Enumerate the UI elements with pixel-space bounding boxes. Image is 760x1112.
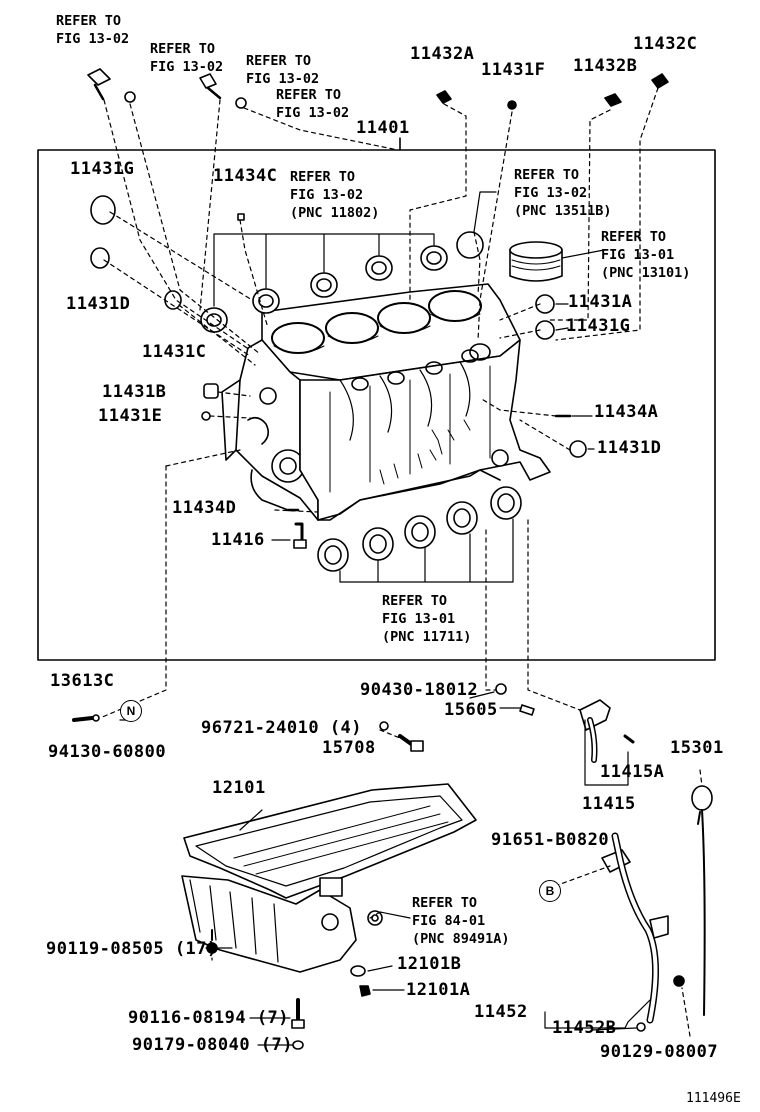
part-label-11452[interactable]: 11452 bbox=[474, 1002, 528, 1022]
part-label-13613C[interactable]: 13613C bbox=[50, 671, 115, 691]
part-label-90129-08007[interactable]: 90129-08007 bbox=[600, 1042, 719, 1062]
part-label-12101A[interactable]: 12101A bbox=[406, 980, 471, 1000]
figure-id: 111496E bbox=[686, 1091, 741, 1106]
part-label-11431A[interactable]: 11431A bbox=[568, 292, 633, 312]
marker-n: N bbox=[120, 700, 142, 722]
part-label-90179-08040[interactable]: 90179-08040 (7) bbox=[132, 1035, 294, 1055]
part-label-11416[interactable]: 11416 bbox=[211, 530, 265, 550]
main-bearings bbox=[317, 486, 522, 572]
part-label-12101[interactable]: 12101 bbox=[212, 778, 266, 798]
part-label-15605[interactable]: 15605 bbox=[444, 700, 498, 720]
assembly-frame bbox=[37, 149, 716, 661]
block-bolts bbox=[237, 213, 572, 549]
part-label-11431G[interactable]: 11431G bbox=[566, 316, 631, 336]
part-label-90116-08194[interactable]: 90116-08194 (7) bbox=[128, 1008, 290, 1028]
part-label-11401[interactable]: 11401 bbox=[356, 118, 410, 138]
part-label-96721-24010[interactable]: 96721-24010 (4) bbox=[201, 718, 363, 738]
part-label-11415[interactable]: 11415 bbox=[582, 794, 636, 814]
refer-label: REFER TO FIG 13-02 (PNC 11802) bbox=[290, 169, 380, 221]
lower-small-parts bbox=[72, 683, 535, 752]
refer-bolts bbox=[87, 68, 669, 110]
leader-lines-dashed bbox=[99, 87, 703, 1037]
refer-label: REFER TO FIG 13-02 bbox=[150, 41, 224, 75]
part-label-12101B[interactable]: 12101B bbox=[397, 954, 462, 974]
part-label-11434D[interactable]: 11434D bbox=[172, 498, 237, 518]
plugs bbox=[90, 195, 587, 458]
cylinder-block-illustration bbox=[221, 283, 551, 521]
part-label-11431G[interactable]: 11431G bbox=[70, 159, 135, 179]
refer-label: REFER TO FIG 13-02 bbox=[56, 13, 130, 47]
dipstick bbox=[691, 785, 713, 1016]
part-label-94130-60800[interactable]: 94130-60800 bbox=[48, 742, 167, 762]
part-label-11432B[interactable]: 11432B bbox=[573, 56, 638, 76]
refer-label: REFER TO FIG 84-01 (PNC 89491A) bbox=[412, 895, 510, 947]
piston bbox=[509, 241, 563, 282]
camshaft-bearings bbox=[200, 245, 448, 333]
refer-label: REFER TO FIG 13-02 (PNC 13511B) bbox=[514, 167, 612, 219]
part-label-11432C[interactable]: 11432C bbox=[633, 34, 698, 54]
refer-label: REFER TO FIG 13-02 bbox=[276, 87, 350, 121]
part-label-11431D[interactable]: 11431D bbox=[597, 438, 662, 458]
oil-strainer bbox=[579, 699, 635, 786]
refer-label: REFER TO FIG 13-02 bbox=[246, 53, 320, 87]
part-label-11432A[interactable]: 11432A bbox=[410, 44, 475, 64]
dipstick-guide bbox=[601, 832, 685, 1032]
part-label-11452B[interactable]: 11452B bbox=[552, 1018, 617, 1038]
part-label-11434C[interactable]: 11434C bbox=[213, 166, 278, 186]
part-label-11431C[interactable]: 11431C bbox=[142, 342, 207, 362]
marker-b: B bbox=[539, 880, 561, 902]
oil-pan bbox=[181, 783, 477, 1050]
part-label-11431D[interactable]: 11431D bbox=[66, 294, 131, 314]
part-label-90430-18012[interactable]: 90430-18012 bbox=[360, 680, 479, 700]
refer-label: REFER TO FIG 13-01 (PNC 11711) bbox=[382, 593, 472, 645]
part-label-11415A[interactable]: 11415A bbox=[600, 762, 665, 782]
part-label-91651-B0820[interactable]: 91651-B0820 bbox=[491, 830, 610, 850]
refer-label: REFER TO FIG 13-01 (PNC 13101) bbox=[601, 229, 691, 281]
part-label-15708[interactable]: 15708 bbox=[322, 738, 376, 758]
part-label-90119-08505[interactable]: 90119-08505 (17) bbox=[46, 939, 218, 959]
part-label-11431E[interactable]: 11431E bbox=[98, 406, 163, 426]
part-label-11431F[interactable]: 11431F bbox=[481, 60, 546, 80]
part-label-15301[interactable]: 15301 bbox=[670, 738, 724, 758]
part-label-11434A[interactable]: 11434A bbox=[594, 402, 659, 422]
leader-lines-solid bbox=[119, 191, 651, 1046]
part-label-11431B[interactable]: 11431B bbox=[102, 382, 167, 402]
